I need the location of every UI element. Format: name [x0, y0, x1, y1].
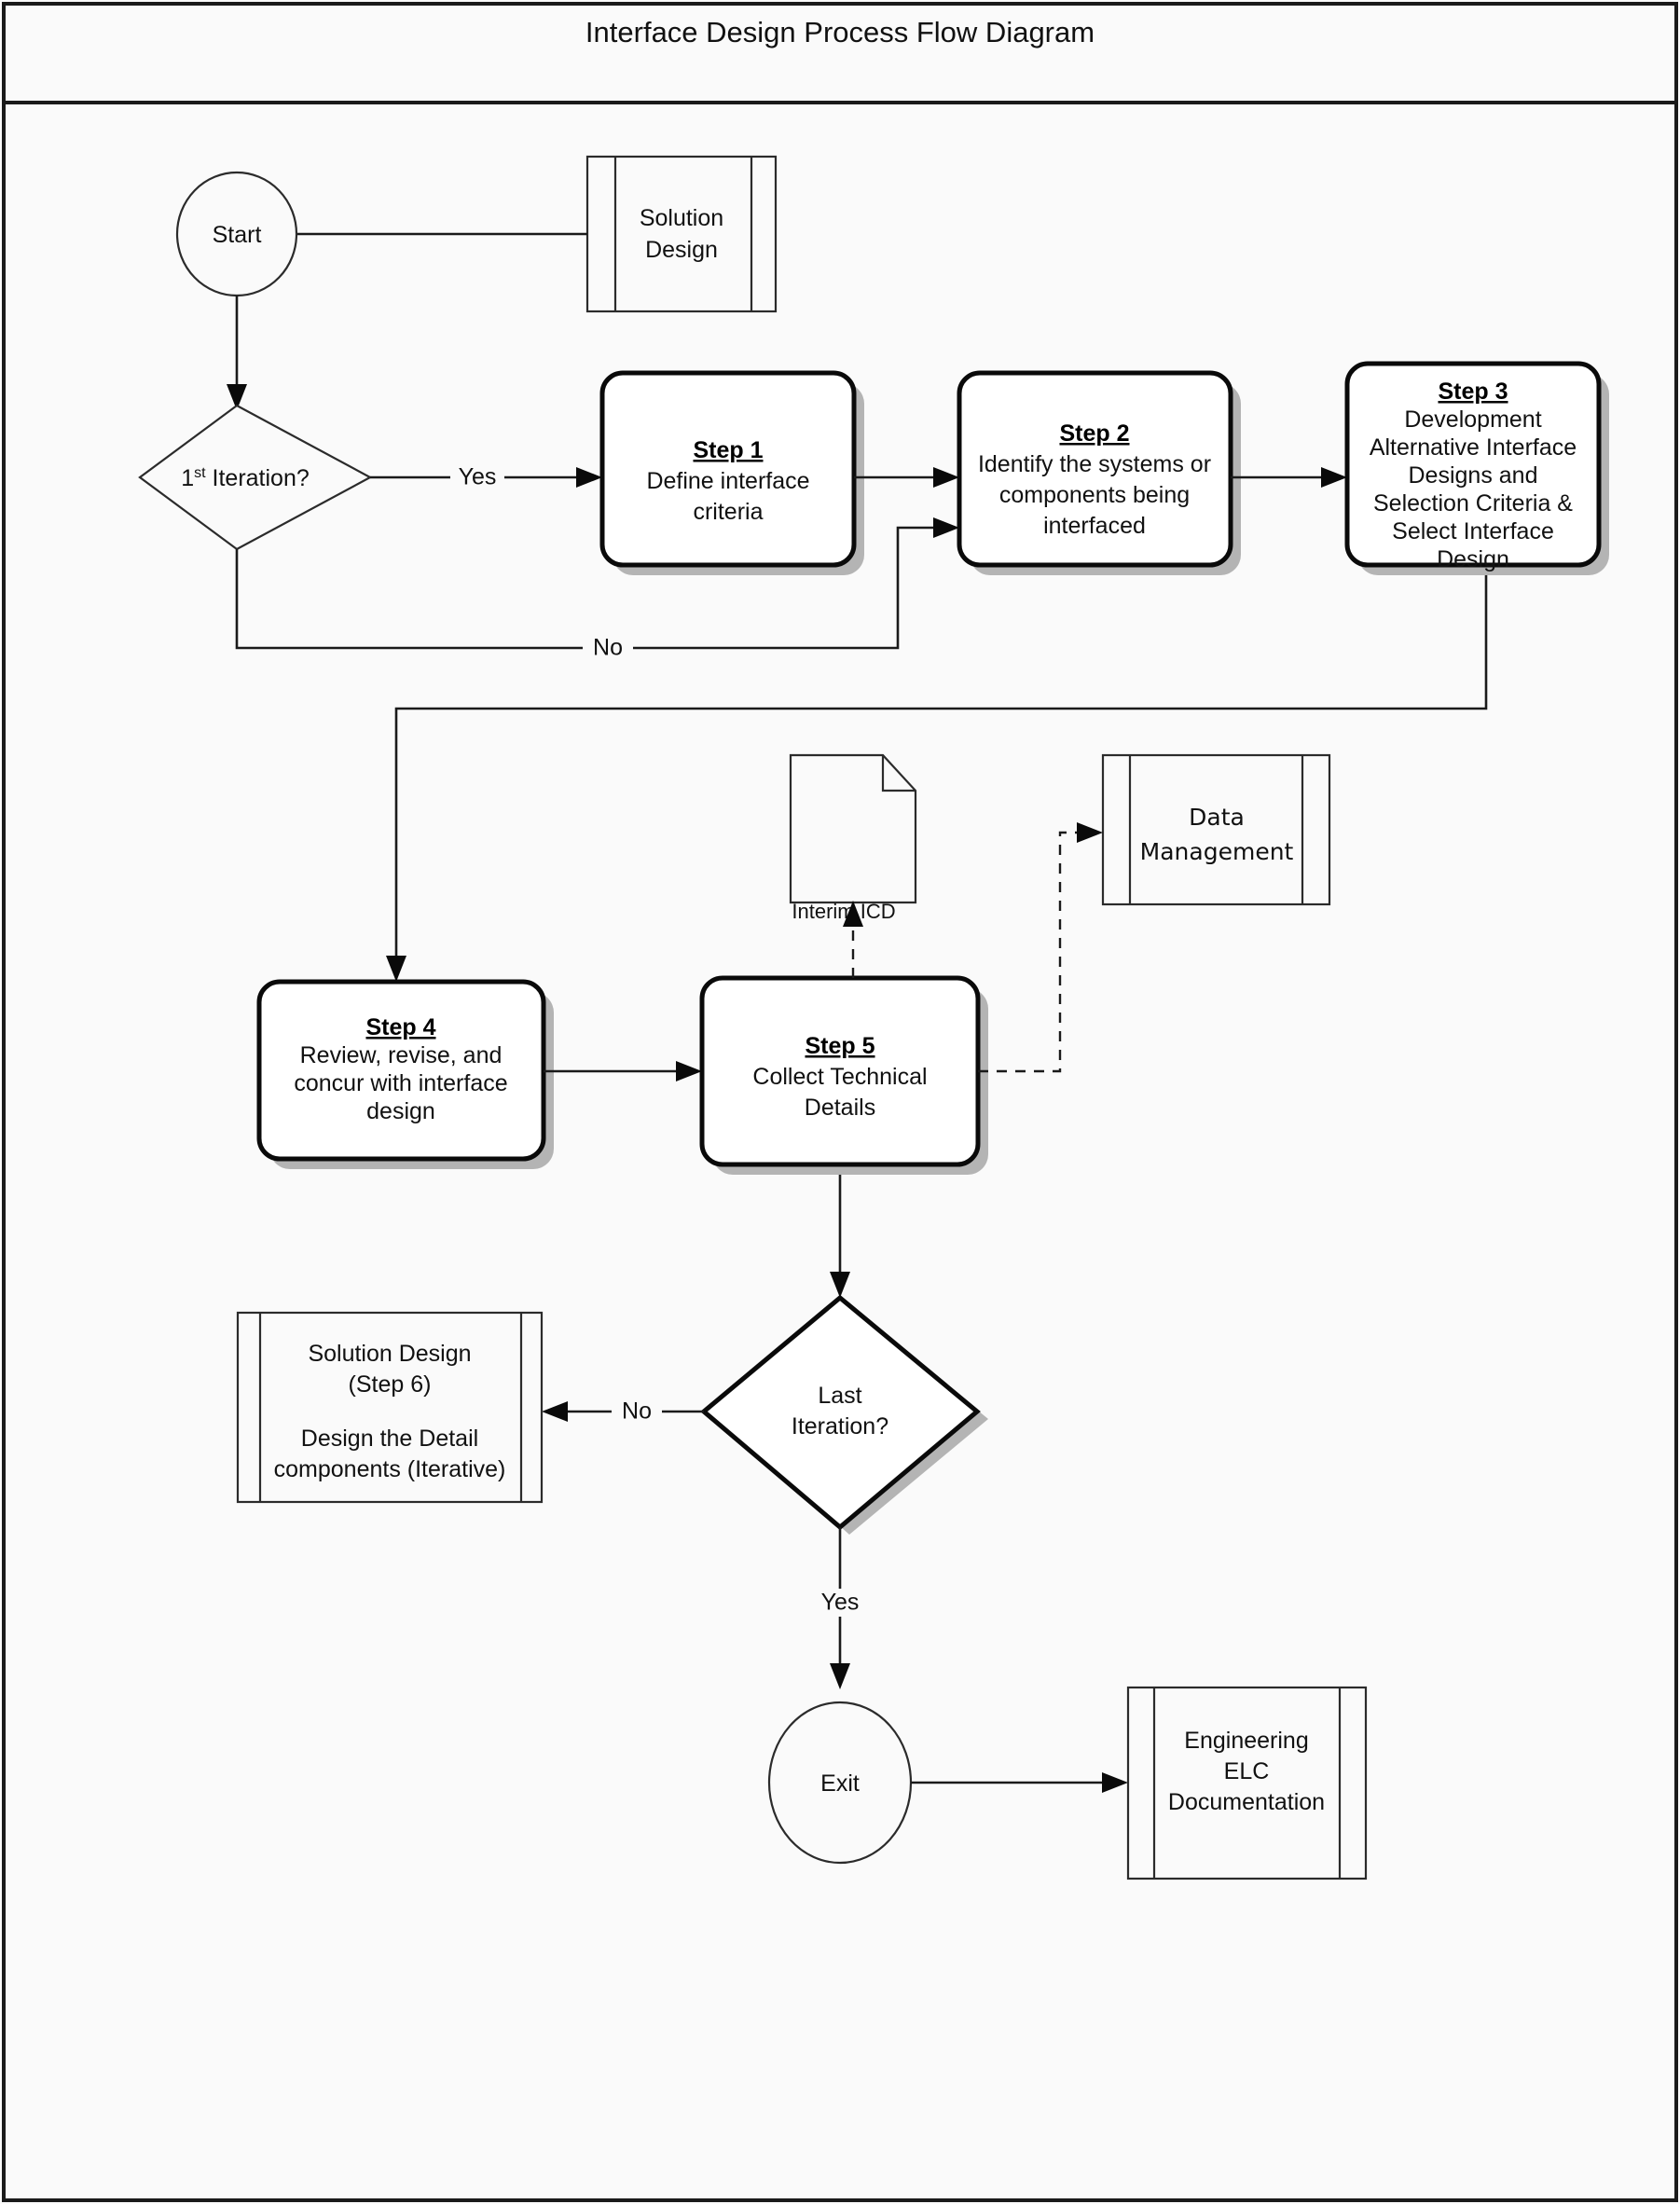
edge-start-to-first-iteration — [227, 296, 247, 410]
node-step3-line6: Design — [1437, 546, 1509, 572]
node-engineering-elc-line3: Documentation — [1168, 1789, 1325, 1815]
node-step4[interactable]: Step 4 Review, revise, and concur with i… — [256, 979, 554, 1169]
first-iteration-prefix: 1 — [181, 465, 194, 491]
node-step2-line1: Identify the systems or — [978, 451, 1211, 477]
edge-step3-to-step4 — [386, 575, 1488, 982]
node-interim-icd[interactable]: Interim ICD — [789, 753, 917, 923]
edge-step5-to-last-iteration — [830, 1175, 850, 1298]
edge-step4-to-step5 — [544, 1061, 702, 1081]
node-exit-label: Exit — [820, 1770, 860, 1797]
node-data-management-line2: Management — [1140, 838, 1294, 865]
node-exit[interactable]: Exit — [767, 1701, 913, 1865]
node-step3-line2: Alternative Interface — [1370, 434, 1577, 461]
node-step4-line1: Review, revise, and — [300, 1042, 503, 1068]
node-step5[interactable]: Step 5 Collect Technical Details — [699, 975, 988, 1175]
node-first-iteration-label: 1st Iteration? — [181, 465, 310, 491]
node-step2-line2: components being — [999, 482, 1190, 508]
node-step2-header: Step 2 — [1059, 420, 1129, 447]
node-step6-line3: Design the Detail — [301, 1426, 478, 1452]
edge-first-iteration-no: No — [235, 517, 959, 662]
node-step3-line4: Selection Criteria & — [1373, 490, 1573, 517]
node-step1-header: Step 1 — [693, 437, 763, 463]
node-step3-line3: Designs and — [1409, 462, 1538, 489]
edge-label-yes-first: Yes — [459, 464, 497, 490]
node-engineering-elc-line2: ELC — [1224, 1758, 1270, 1784]
node-engineering-elc-line1: Engineering — [1184, 1728, 1308, 1754]
node-step3-header: Step 3 — [1438, 379, 1508, 405]
node-last-iteration-line2: Iteration? — [792, 1413, 888, 1439]
node-step4-header: Step 4 — [365, 1014, 435, 1040]
node-step4-line2: concur with interface — [294, 1070, 507, 1096]
edge-last-iteration-yes: Yes — [811, 1527, 869, 1689]
node-step6-line2: (Step 6) — [349, 1371, 432, 1398]
node-step4-line3: design — [366, 1098, 435, 1124]
node-step1[interactable]: Step 1 Define interface criteria — [599, 370, 864, 575]
edge-label-yes-last: Yes — [821, 1590, 860, 1616]
node-solution-design-step6[interactable]: Solution Design (Step 6) Design the Deta… — [236, 1311, 544, 1504]
node-step6-line1: Solution Design — [308, 1341, 471, 1367]
node-data-management[interactable]: Data Management — [1101, 753, 1331, 906]
node-start-label: Start — [213, 222, 262, 248]
edge-step1-to-step2 — [854, 467, 959, 488]
node-solution-design-line1: Solution — [640, 205, 723, 231]
node-step3-line1: Development — [1404, 406, 1541, 433]
node-solution-design-line2: Design — [645, 237, 718, 263]
node-start[interactable]: Start — [175, 171, 298, 297]
first-iteration-suffix: Iteration? — [206, 465, 310, 491]
node-step6-line4: components (Iterative) — [274, 1456, 506, 1482]
node-step5-line2: Details — [805, 1095, 875, 1121]
edge-first-iteration-yes: Yes — [370, 463, 602, 491]
node-step5-line1: Collect Technical — [752, 1064, 927, 1090]
page-title: Interface Design Process Flow Diagram — [585, 16, 1095, 48]
edge-exit-to-engineering-elc — [911, 1772, 1128, 1793]
node-step5-header: Step 5 — [805, 1033, 874, 1059]
node-solution-design[interactable]: Solution Design — [585, 155, 778, 313]
node-step2-line3: interfaced — [1043, 513, 1146, 539]
edge-step5-to-data-management — [978, 822, 1103, 1073]
edge-label-no-first: No — [593, 635, 623, 661]
first-iteration-sup: st — [194, 465, 206, 481]
edge-last-iteration-no: No — [542, 1398, 704, 1426]
edge-label-no-last: No — [622, 1398, 652, 1425]
node-interim-icd-label: Interim ICD — [792, 900, 895, 923]
node-step2[interactable]: Step 2 Identify the systems or component… — [957, 370, 1241, 575]
node-data-management-line1: Data — [1189, 804, 1245, 831]
node-step3-line5: Select Interface — [1392, 518, 1554, 544]
node-step3[interactable]: Step 3 Development Alternative Interface… — [1344, 361, 1609, 575]
node-step1-line2: criteria — [693, 499, 763, 525]
node-last-iteration-line1: Last — [818, 1383, 861, 1409]
edge-step2-to-step3 — [1231, 467, 1347, 488]
node-engineering-elc[interactable]: Engineering ELC Documentation — [1126, 1686, 1368, 1880]
edge-step5-to-interim-icd — [843, 901, 863, 978]
node-step1-line1: Define interface — [646, 468, 809, 494]
